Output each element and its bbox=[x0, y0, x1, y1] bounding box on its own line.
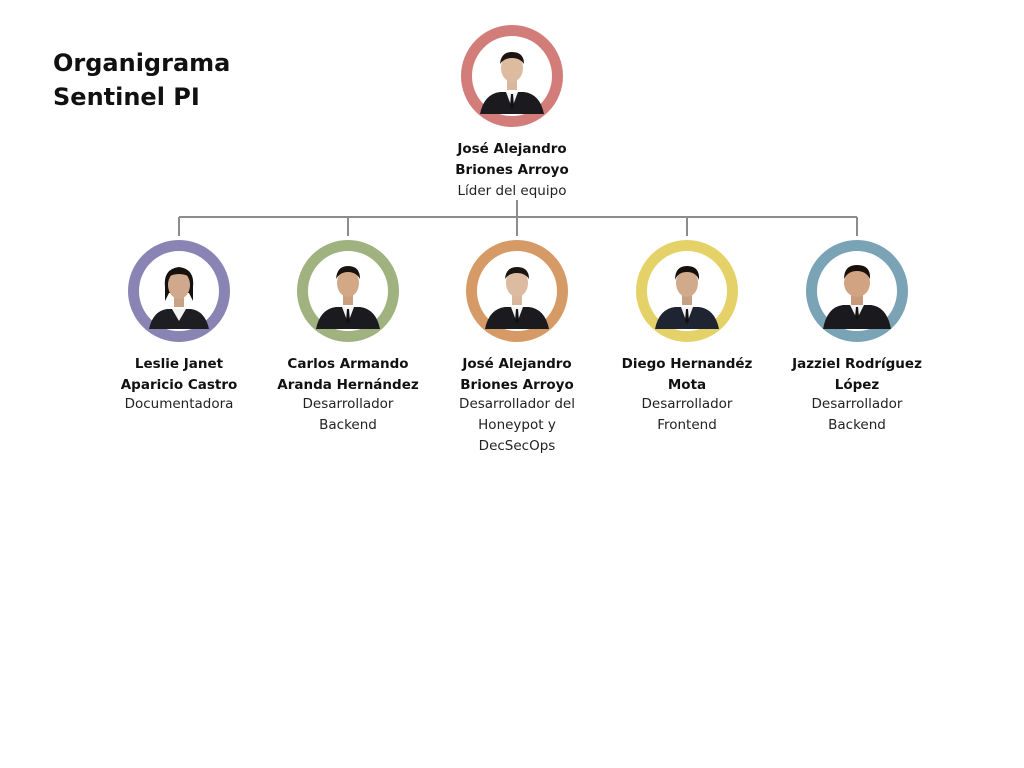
person-photo-icon bbox=[310, 253, 386, 329]
person-photo-icon bbox=[649, 253, 725, 329]
leader-role: Líder del equipo bbox=[457, 183, 567, 199]
member-photo-ring bbox=[297, 240, 399, 342]
member-role: Desarrollador Frontend bbox=[641, 396, 733, 433]
member-role: Desarrollador del Honeypot y DecSecOps bbox=[459, 396, 575, 454]
member-name: Diego Hernandéz Mota bbox=[621, 356, 753, 393]
member-photo-ring bbox=[466, 240, 568, 342]
title-line-2: Sentinel PI bbox=[53, 83, 200, 111]
leader-name: José Alejandro Briones Arroyo bbox=[455, 141, 569, 178]
org-node-member-3: José Alejandro Briones Arroyo Desarrolla… bbox=[437, 240, 597, 457]
member-name: Leslie Janet Aparicio Castro bbox=[120, 356, 238, 393]
member-name: José Alejandro Briones Arroyo bbox=[460, 356, 574, 393]
leader-photo-ring bbox=[461, 25, 563, 127]
person-photo-icon bbox=[819, 253, 895, 329]
member-role: Desarrollador Backend bbox=[302, 396, 394, 433]
person-photo-icon bbox=[141, 253, 217, 329]
page-title: Organigrama Sentinel PI bbox=[53, 46, 230, 114]
org-node-member-2: Carlos Armando Aranda Hernández Desarrol… bbox=[268, 240, 428, 436]
member-role: Documentadora bbox=[124, 396, 234, 412]
person-photo-icon bbox=[474, 38, 550, 114]
org-node-member-5: Jazziel Rodríguez López Desarrollador Ba… bbox=[777, 240, 937, 436]
person-photo-icon bbox=[479, 253, 555, 329]
member-name: Jazziel Rodríguez López bbox=[792, 356, 922, 393]
title-line-1: Organigrama bbox=[53, 49, 231, 77]
org-node-member-4: Diego Hernandéz Mota Desarrollador Front… bbox=[607, 240, 767, 436]
member-name: Carlos Armando Aranda Hernández bbox=[277, 356, 419, 393]
member-role: Desarrollador Backend bbox=[811, 396, 903, 433]
org-node-member-1: Leslie Janet Aparicio Castro Documentado… bbox=[99, 240, 259, 415]
member-photo-ring bbox=[806, 240, 908, 342]
member-photo-ring bbox=[636, 240, 738, 342]
org-node-leader: José Alejandro Briones Arroyo Líder del … bbox=[432, 25, 592, 202]
member-photo-ring bbox=[128, 240, 230, 342]
